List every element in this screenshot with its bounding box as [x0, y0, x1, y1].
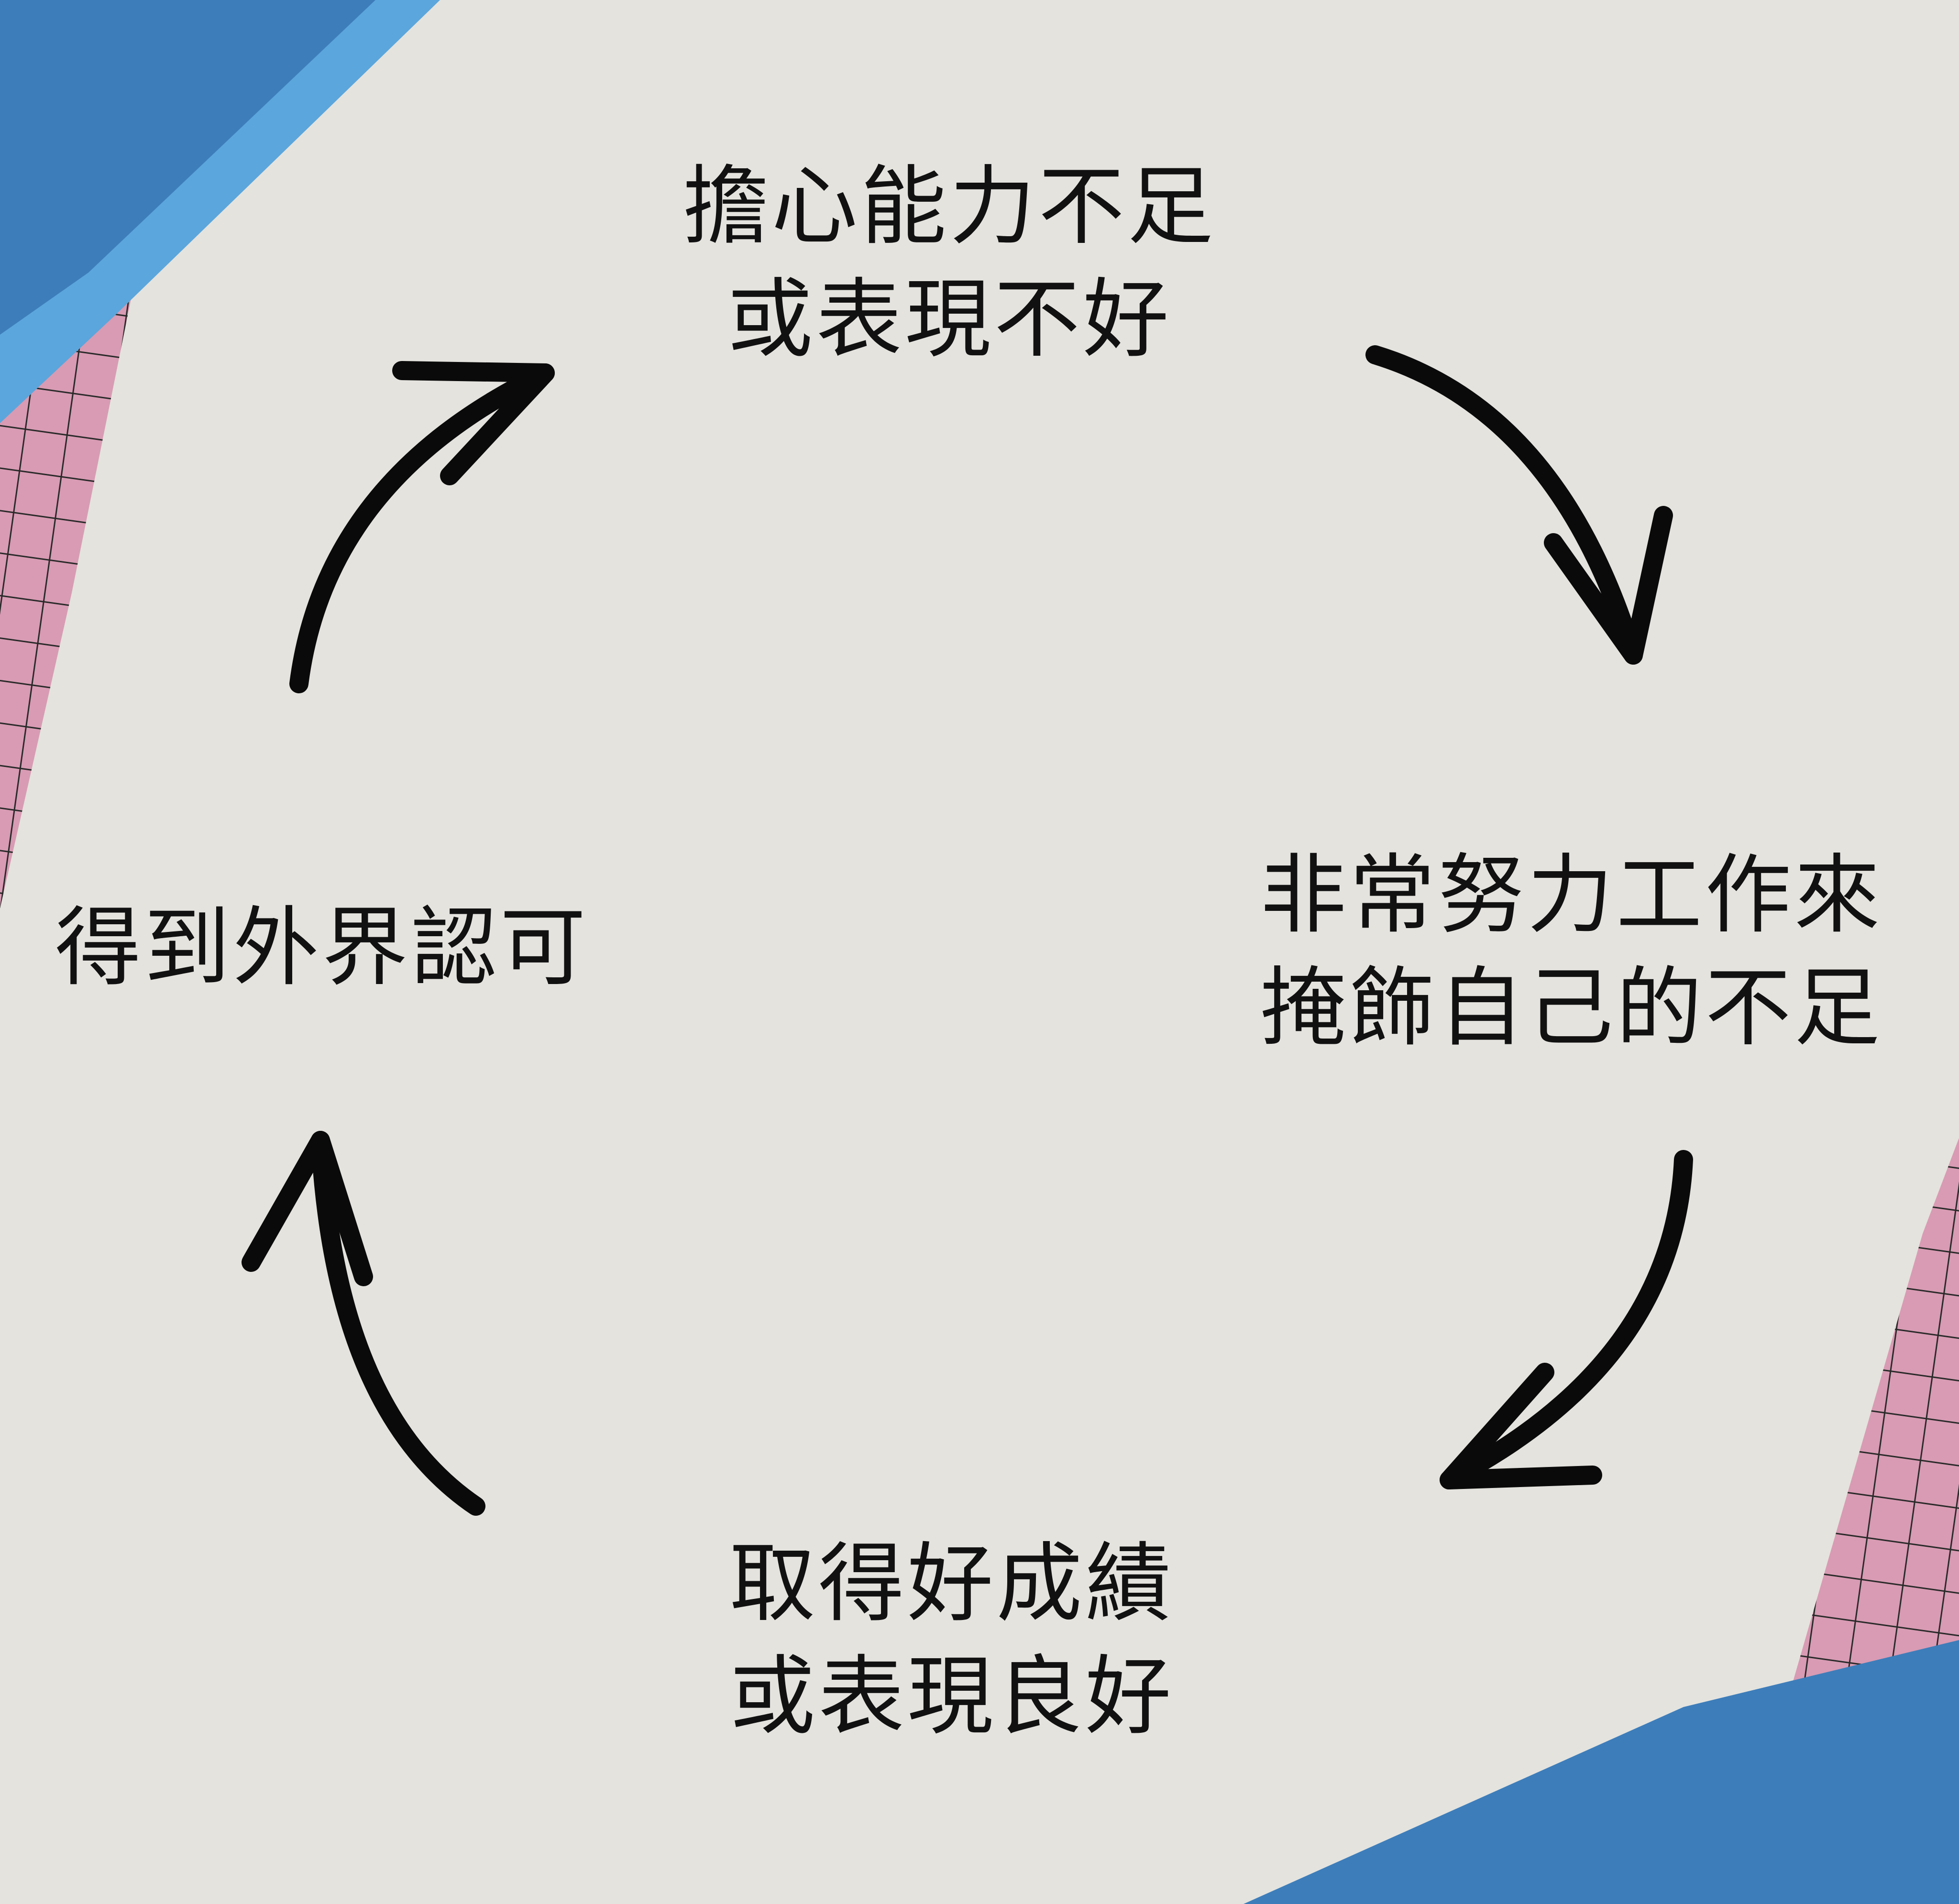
- node-text-line: 得到外界認可: [55, 898, 589, 998]
- arrow-right-to-bottom: [1440, 1150, 1693, 1489]
- node-text-line: 掩飾自己的不足: [1260, 958, 1883, 1058]
- arrow-left-to-top: [289, 361, 555, 693]
- bottom-right-blue-panel: [1244, 1640, 1959, 1904]
- node-text-line: 非常努力工作來: [1260, 845, 1883, 945]
- top-left-blue-panel-dark: [0, 0, 375, 335]
- node-text-line: 或表現良好: [729, 1647, 1174, 1747]
- top-left-grid-strip: [0, 296, 132, 908]
- node-external-recognition: 得到外界認可: [55, 892, 629, 1005]
- node-text-line: 擔心能力不足: [682, 157, 1216, 257]
- arrow-top-to-right: [1365, 345, 1673, 665]
- bottom-right-grid-strip: [1791, 1138, 1959, 1688]
- node-good-results: 取得好成績 或表現良好: [717, 1528, 1186, 1753]
- node-text-line: 取得好成績: [729, 1534, 1174, 1634]
- node-text-line: 或表現不好: [726, 270, 1172, 370]
- node-worry-inadequate: 擔心能力不足 或表現不好: [667, 151, 1232, 376]
- node-work-hard-to-hide: 非常努力工作來 掩飾自己的不足: [1260, 839, 1939, 1065]
- arrow-bottom-to-left: [242, 1131, 485, 1516]
